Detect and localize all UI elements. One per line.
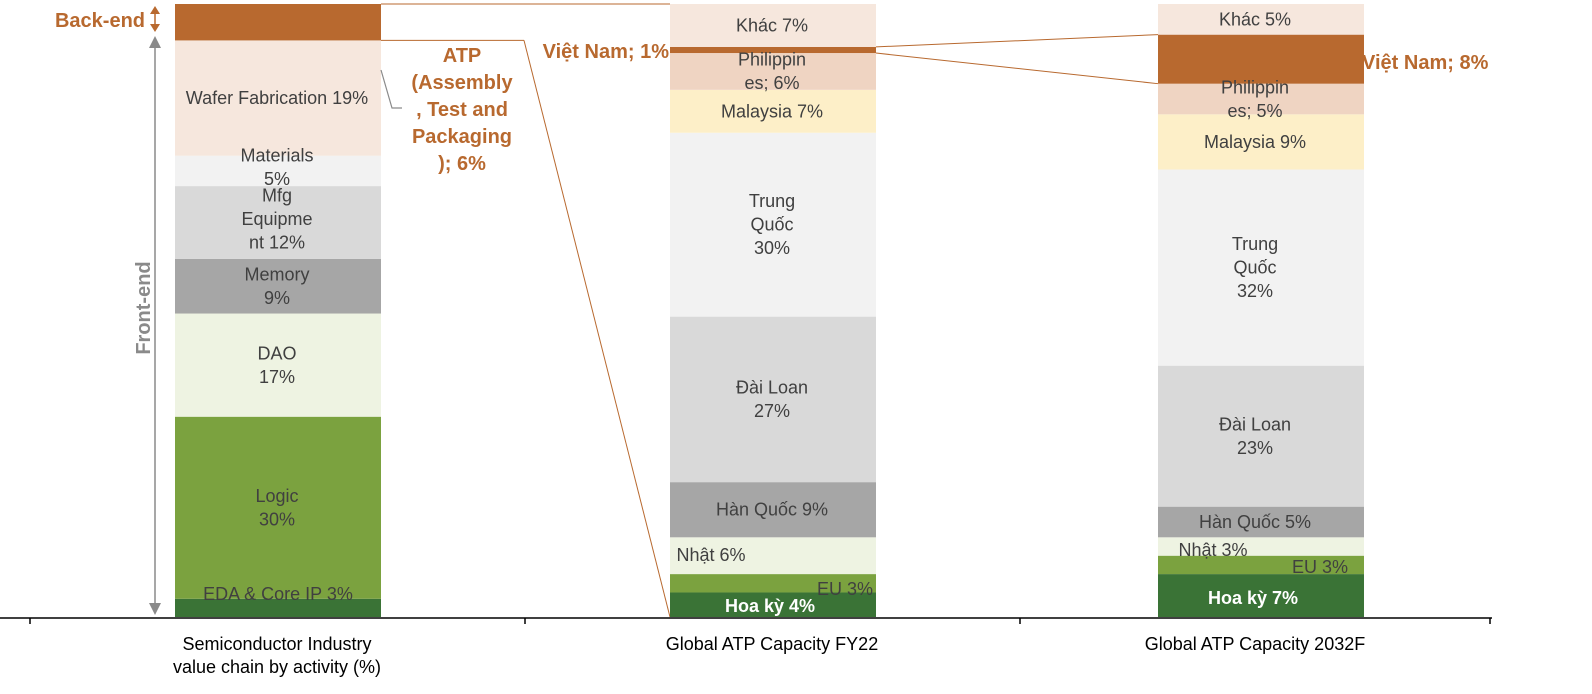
bar-segment — [175, 598, 381, 617]
arrow-up-icon — [149, 36, 161, 48]
bar-segment — [670, 46, 876, 54]
zoom-connectors — [381, 3, 1159, 618]
bar-segment — [175, 416, 381, 599]
bar-segment — [670, 482, 876, 538]
segment-label: Hàn Quốc 5% — [1199, 512, 1311, 532]
bar-segment — [175, 186, 381, 259]
category-label: Global ATP Capacity FY22 — [666, 634, 878, 654]
bar-segment — [175, 258, 381, 314]
bar-segment — [670, 316, 876, 483]
bar-segment — [670, 89, 876, 133]
vietnam-fy22-label: Việt Nam; 1% — [543, 41, 670, 63]
segment-label: EU 3% — [817, 579, 873, 599]
front-end-label: Front-end — [133, 261, 155, 354]
bars — [175, 4, 1364, 617]
segment-label: EDA & Core IP 3% — [203, 584, 353, 604]
segment-label: Hoa kỳ 7% — [1208, 588, 1298, 608]
segment-label: Wafer Fabrication 19% — [186, 88, 368, 108]
arrow-up-icon — [150, 6, 160, 14]
segment-label: Malaysia 9% — [1204, 132, 1306, 152]
segment-label: Malaysia 7% — [721, 101, 823, 121]
bar-segment — [1158, 114, 1364, 170]
bar-segment — [1158, 537, 1364, 556]
segment-label: EU 3% — [1292, 557, 1348, 577]
bar-segment — [1158, 4, 1364, 35]
bar-segment — [1158, 506, 1364, 538]
segment-label: Hoa kỳ 4% — [725, 596, 815, 616]
bar-segment — [175, 155, 381, 187]
vietnam-2032-label: Việt Nam; 8% — [1362, 52, 1489, 74]
bar-segment — [175, 40, 381, 156]
bar-segment — [175, 313, 381, 417]
category-label: Global ATP Capacity 2032F — [1145, 634, 1365, 654]
bar-segment — [1158, 169, 1364, 366]
bar-segment — [1158, 83, 1364, 115]
atp-leader-line — [380, 69, 402, 109]
segment-label: Khác 7% — [736, 15, 808, 35]
segment-label: Hàn Quốc 9% — [716, 500, 828, 520]
bar-segment — [670, 592, 876, 617]
connector-line — [875, 52, 1159, 85]
bar-segment — [1158, 555, 1364, 575]
bar-segment — [1158, 365, 1364, 507]
arrow-down-icon — [150, 24, 160, 32]
x-axis — [0, 617, 1492, 624]
arrow-down-icon — [149, 603, 161, 615]
bar-segment — [1158, 574, 1364, 617]
bar-segment — [670, 574, 876, 593]
bar-segment — [670, 132, 876, 317]
bar-segment — [670, 4, 876, 47]
connector-line — [875, 34, 1159, 48]
segment-label: Nhật 3% — [1178, 540, 1247, 560]
bar-segment — [175, 4, 381, 41]
connector-line — [523, 40, 671, 618]
segment-label: Khác 5% — [1219, 9, 1291, 29]
bar-segment — [1158, 34, 1364, 84]
segment-label: Nhật 6% — [676, 545, 745, 565]
bar-segment — [670, 537, 876, 575]
back-end-label: Back-end — [55, 10, 145, 32]
bar-segment — [670, 53, 876, 90]
